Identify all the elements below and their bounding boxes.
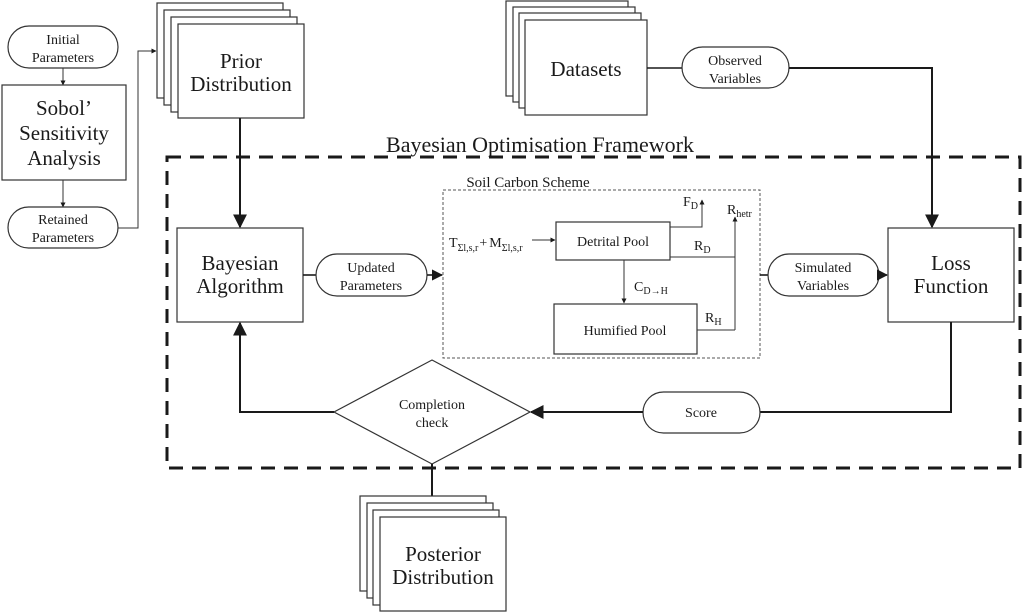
score-node: Score	[642, 391, 761, 434]
retained-parameters-line2: Parameters	[32, 231, 94, 246]
soil-carbon-scheme-boundary	[442, 189, 761, 359]
simulated-variables-node: Simulated Variables	[767, 253, 880, 297]
simulated-line2: Variables	[797, 279, 849, 294]
updated-line2: Parameters	[340, 279, 402, 294]
input-T: T	[449, 236, 458, 251]
updated-parameters-node: Updated Parameters	[315, 253, 428, 297]
loss-line1: Loss	[931, 251, 971, 275]
initial-parameters-node: Initial Parameters	[7, 25, 119, 69]
bayesian-line1: Bayesian	[202, 251, 279, 275]
svg-text:TΣl,s,r+MΣl,s,r: TΣl,s,r+MΣl,s,r	[449, 236, 523, 254]
input-plus: +	[479, 236, 487, 251]
posterior-line1: Posterior	[405, 542, 481, 566]
sobol-line2: Sensitivity	[19, 121, 109, 145]
sobol-line1: Sobol’	[36, 96, 92, 120]
input-M-sub: Σl,s,r	[502, 243, 523, 254]
completion-line1: Completion	[399, 398, 465, 413]
score-label: Score	[685, 406, 717, 421]
rd-label: RD	[694, 239, 711, 256]
sobol-line3: Analysis	[27, 146, 101, 170]
posterior-distribution-stack: Posterior Distribution	[359, 495, 507, 612]
datasets-label: Datasets	[550, 57, 621, 81]
initial-parameters-line1: Initial	[46, 33, 80, 48]
fd-label: FD	[683, 195, 698, 212]
prior-line2: Distribution	[190, 72, 292, 96]
posterior-line2: Distribution	[392, 565, 494, 589]
connector-observed-to-loss	[789, 67, 939, 229]
input-M: M	[489, 236, 502, 251]
detrital-pool-node: Detrital Pool	[555, 221, 671, 261]
humified-pool-label: Humified Pool	[584, 324, 667, 339]
loss-line2: Function	[914, 274, 989, 298]
completion-line2: check	[416, 416, 449, 431]
simulated-line1: Simulated	[795, 261, 852, 276]
sobol-analysis-node: Sobol’ Sensitivity Analysis	[1, 84, 127, 181]
detrital-pool-label: Detrital Pool	[577, 235, 649, 250]
input-T-sub: Σl,s,r	[458, 243, 479, 254]
updated-line1: Updated	[347, 261, 394, 276]
connector-loss-to-score	[760, 322, 952, 413]
rh-label: RH	[705, 311, 722, 328]
observed-line2: Variables	[709, 72, 761, 87]
connector-check-to-bayesian	[233, 321, 334, 413]
bayesian-line2: Algorithm	[196, 274, 284, 298]
prior-line1: Prior	[220, 49, 262, 73]
connector-retained-to-prior	[118, 48, 157, 229]
observed-line1: Observed	[708, 54, 762, 69]
cdh-label: CD→H	[634, 280, 668, 297]
humified-pool-node: Humified Pool	[553, 303, 698, 355]
connector-fd-flux	[670, 199, 705, 228]
rhetr-label: Rhetr	[727, 203, 753, 220]
prior-distribution-stack: Prior Distribution	[156, 2, 305, 119]
observed-variables-node: Observed Variables	[681, 46, 790, 89]
framework-title: Bayesian Optimisation Framework	[386, 132, 694, 157]
soil-carbon-scheme-title: Soil Carbon Scheme	[466, 175, 590, 191]
input-flux-label: TΣl,s,r+MΣl,s,r	[449, 236, 523, 254]
initial-parameters-line2: Parameters	[32, 51, 94, 66]
retained-parameters-line1: Retained	[38, 213, 88, 228]
bayesian-algorithm-node: Bayesian Algorithm	[176, 227, 304, 323]
completion-check-node: Completion check	[332, 359, 532, 465]
framework-boundary	[165, 155, 1022, 470]
datasets-stack: Datasets	[505, 0, 648, 116]
loss-function-node: Loss Function	[887, 227, 1015, 323]
retained-parameters-node: Retained Parameters	[7, 206, 119, 249]
